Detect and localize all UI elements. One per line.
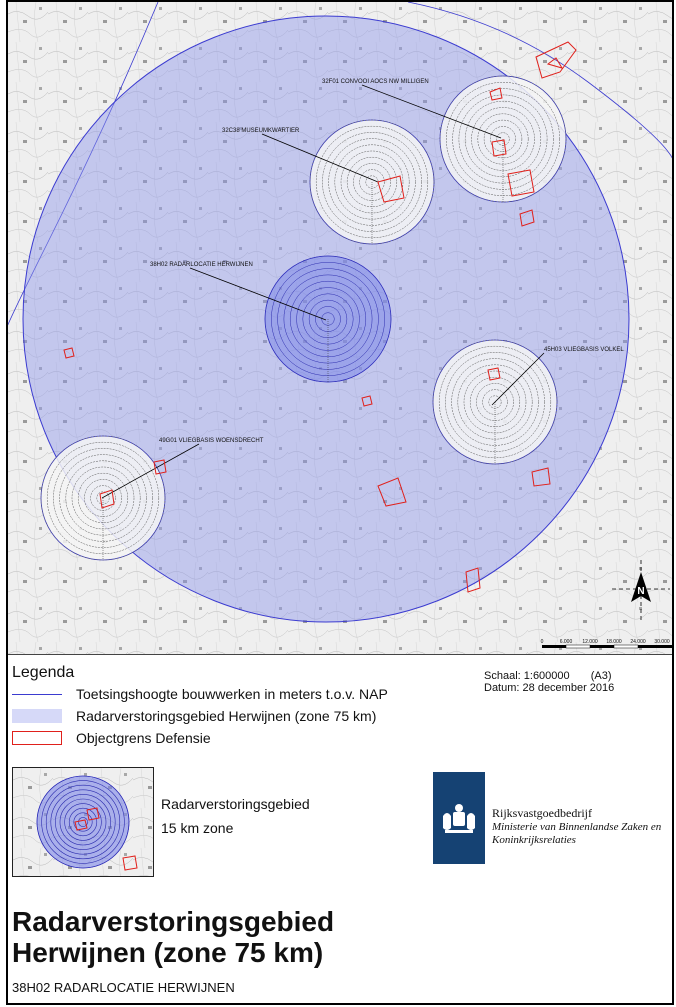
organisation-block: Rijksvastgoedbedrijf Ministerie van Binn… [492, 806, 661, 847]
map-meta: Schaal: 1:600000 (A3) Datum: 28 december… [484, 670, 614, 694]
legend-item-label: Objectgrens Defensie [76, 730, 211, 746]
legend-title: Legenda [12, 664, 75, 681]
zone-15km-circle[interactable]: 45H03 VLIEGBASIS VOLKEL [432, 339, 624, 465]
scale-tick-label: 24.000 [630, 639, 646, 645]
svg-text:N: N [637, 586, 644, 597]
zone-15km-circle[interactable]: 32C38 MUSEUMKWARTIER [222, 119, 435, 245]
title-line2: Herwijnen (zone 75 km) [12, 937, 324, 968]
zone-label: 38H02 RADARLOCATIE HERWIJNEN [150, 262, 253, 268]
legend-item-zone-fill: Radarverstoringsgebied Herwijnen (zone 7… [12, 706, 376, 726]
ministry-line2: Koninkrijksrelaties [492, 834, 576, 846]
light-blue-fill-icon [12, 709, 62, 723]
zone-label: 32F01 CONVOOI AOCS NW MILLIGEN [322, 79, 429, 85]
legend-panel: Legenda Toetsingshoogte bouwwerken in me… [8, 654, 672, 1003]
paper-size: (A3) [590, 670, 612, 682]
org-name: Rijksvastgoedbedrijf [492, 806, 592, 820]
north-arrow: N [612, 560, 670, 620]
scale-tick-label: 12.000 [582, 639, 598, 645]
height-contour-line [407, 2, 672, 159]
inset-zone-graphic [13, 768, 153, 876]
legend-item-height-line: Toetsingshoogte bouwwerken in meters t.o… [12, 684, 388, 704]
zone-15km-circle[interactable]: 49G01 VLIEGBASIS WOENSDRECHT [40, 435, 264, 561]
date-label: Datum: [484, 682, 520, 694]
ministry-line1: Ministerie van Binnenlandse Zaken en [492, 821, 662, 833]
legend-item-label: Toetsingshoogte bouwwerken in meters t.o… [76, 686, 388, 702]
scale-bar: 0 6.000 12.000 18.000 24.000 30.000 [541, 639, 672, 649]
zone-15km-circle[interactable]: 38H02 RADARLOCATIE HERWIJNEN [150, 255, 392, 383]
page-title: Radarverstoringsgebied Herwijnen (zone 7… [12, 906, 334, 968]
map-canvas: 32F01 CONVOOI AOCS NW MILLIGEN 32C38 MUSE… [8, 2, 672, 654]
height-contour-line [8, 2, 159, 333]
page-subtitle: 38H02 RADARLOCATIE HERWIJNEN [12, 980, 235, 995]
map-sheet: 32F01 CONVOOI AOCS NW MILLIGEN 32C38 MUSE… [6, 0, 674, 1005]
scale-tick-label: 6.000 [560, 639, 573, 645]
scale-tick-label: 0 [541, 639, 544, 645]
scale-label: Schaal: [484, 670, 521, 682]
zone-15km-circle[interactable]: 32F01 CONVOOI AOCS NW MILLIGEN [322, 75, 567, 203]
legend-item-label: Radarverstoringsgebied Herwijnen (zone 7… [76, 708, 377, 724]
map-area[interactable]: 32F01 CONVOOI AOCS NW MILLIGEN 32C38 MUSE… [8, 2, 672, 655]
red-outline-icon [12, 731, 62, 745]
inset-label-line2: 15 km zone [161, 820, 234, 836]
zone-15km-inset [12, 767, 154, 877]
zone-label: 45H03 VLIEGBASIS VOLKEL [544, 347, 624, 353]
scale-value: 1:600000 [523, 670, 570, 682]
object-borders [63, 41, 577, 593]
zone-label: 49G01 VLIEGBASIS WOENSDRECHT [159, 438, 264, 444]
rijksoverheid-logo [433, 772, 485, 864]
scale-tick-label: 30.000 [654, 639, 670, 645]
inset-label-line1: Radarverstoringsgebied [161, 796, 310, 812]
date-value: 28 december 2016 [522, 682, 615, 694]
title-line1: Radarverstoringsgebied [12, 906, 335, 937]
scale-tick-label: 18.000 [606, 639, 622, 645]
blue-line-icon [12, 687, 62, 701]
zone-group: 32F01 CONVOOI AOCS NW MILLIGEN 32C38 MUSE… [40, 75, 624, 561]
crest-icon [443, 804, 475, 833]
zone-label: 32C38 MUSEUMKWARTIER [222, 128, 300, 134]
legend-item-object-border: Objectgrens Defensie [12, 728, 211, 748]
